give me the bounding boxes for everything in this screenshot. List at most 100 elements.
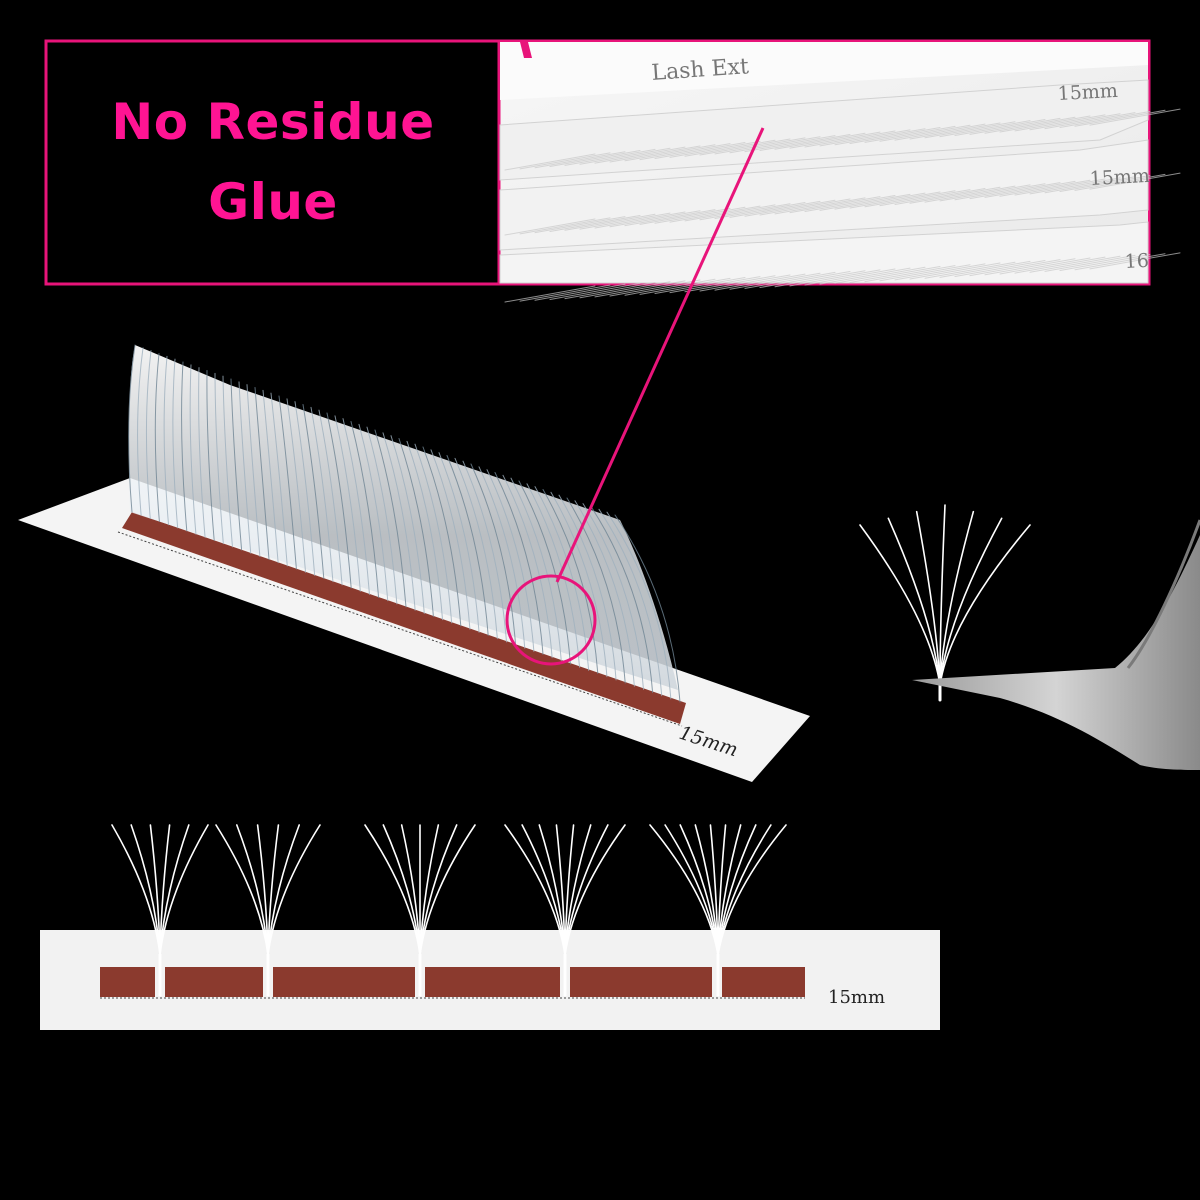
lash-fiber (342, 418, 370, 595)
lash-fiber (609, 210, 701, 228)
lash-fiber (624, 144, 716, 162)
lash-fiber (759, 133, 851, 151)
premade-fans (111, 824, 787, 997)
lash-fiber (714, 273, 806, 291)
lash-fiber (639, 207, 731, 225)
lash-fiber (181, 361, 188, 532)
lash-fiber (504, 824, 566, 956)
lash-fiber (502, 474, 553, 659)
lash-fiber (302, 404, 325, 579)
lash-fiber (969, 117, 1061, 135)
lash-fiber (606, 511, 672, 700)
lash-fiber (864, 125, 956, 143)
lash-fiber (145, 350, 152, 519)
lash-fiber (654, 277, 746, 294)
lash-fiber (406, 440, 444, 621)
lash-fiber (834, 128, 926, 146)
lash-fiber (446, 455, 489, 636)
lash-fiber (564, 148, 656, 166)
lash-fiber (789, 131, 881, 149)
lash-fiber (149, 824, 161, 956)
lash-fiber (954, 260, 1046, 277)
lash-fiber (999, 257, 1091, 275)
lash-fiber (774, 132, 866, 150)
lash-fiber (859, 524, 941, 686)
lash-fiber (849, 265, 941, 283)
glue-strip-segment (570, 967, 712, 997)
lash-fiber (478, 466, 526, 649)
lash-fiber (909, 262, 1001, 280)
glue-strip-segment (100, 967, 155, 997)
lash-fiber (849, 191, 941, 209)
lash-fiber (549, 150, 641, 168)
lash-fiber (939, 510, 975, 686)
lash-fiber (915, 510, 941, 686)
lash-fiber (1074, 173, 1166, 191)
lash-fiber (879, 124, 971, 142)
lash-fiber (236, 824, 269, 956)
fan-glue-strips (100, 967, 805, 997)
lash-fiber (382, 432, 416, 611)
lash-fiber (189, 364, 197, 535)
lash-fiber (774, 270, 866, 288)
lash-fiber (1044, 176, 1136, 194)
lash-fiber (849, 127, 941, 145)
lash-fiber (639, 277, 731, 295)
lash-fiber (504, 153, 596, 171)
lash-fiber (717, 824, 787, 956)
glue-strip-segment (165, 967, 263, 997)
lash-fiber (519, 217, 611, 235)
classic-glue-strip (122, 512, 686, 724)
lash-fiber (286, 398, 307, 573)
lash-fiber (594, 280, 686, 298)
lash-fiber (614, 514, 681, 703)
lash-fiber (566, 497, 626, 684)
lash-fiber (163, 355, 170, 526)
lash-fiber (1074, 253, 1166, 271)
lash-fiber (518, 480, 571, 665)
lash-fiber (1059, 254, 1151, 272)
lash-fiber (267, 824, 280, 956)
lash-fiber (510, 477, 562, 662)
lash-fiber (654, 206, 746, 224)
lash-fiber (582, 503, 644, 690)
lash-fiber (564, 282, 656, 300)
lash-fiber (624, 278, 716, 296)
lash-fiber (804, 268, 896, 286)
lash-fiber (549, 214, 641, 232)
lash-fiber (894, 263, 986, 281)
lash-fiber (909, 186, 1001, 204)
lash-fiber (999, 179, 1091, 197)
lash-fiber (924, 261, 1016, 279)
lash-fiber (504, 218, 596, 236)
lash-fiber (486, 469, 535, 652)
lash-fiber (350, 421, 380, 598)
lash-fiber (579, 281, 671, 299)
tweezer (912, 535, 1200, 770)
lash-fiber (579, 212, 671, 230)
lash-fiber (326, 412, 352, 589)
lash-fiber (1029, 255, 1121, 273)
lash-fiber (654, 142, 746, 159)
lash-fiber (278, 395, 297, 570)
lash-fiber (1089, 172, 1181, 190)
lash-fiber (594, 146, 686, 164)
lash-fiber (759, 271, 851, 289)
lash-fiber (729, 136, 821, 154)
lash-fiber (238, 381, 252, 554)
lash-fiber (684, 275, 776, 293)
lash-fiber (684, 139, 776, 157)
lash-fiber (390, 435, 425, 614)
premade-fan-tray: 15mm (40, 824, 940, 1030)
lash-fiber (159, 824, 209, 956)
lash-fiber (939, 184, 1031, 202)
lash-fiber (1029, 177, 1121, 195)
lash-fiber (172, 358, 179, 529)
lash-fiber (999, 115, 1091, 133)
lash-fiber (198, 367, 206, 538)
lash-fiber (639, 143, 731, 161)
lash-fiber (254, 387, 270, 560)
lash-fiber (462, 460, 507, 643)
lash-fiber (819, 129, 911, 147)
